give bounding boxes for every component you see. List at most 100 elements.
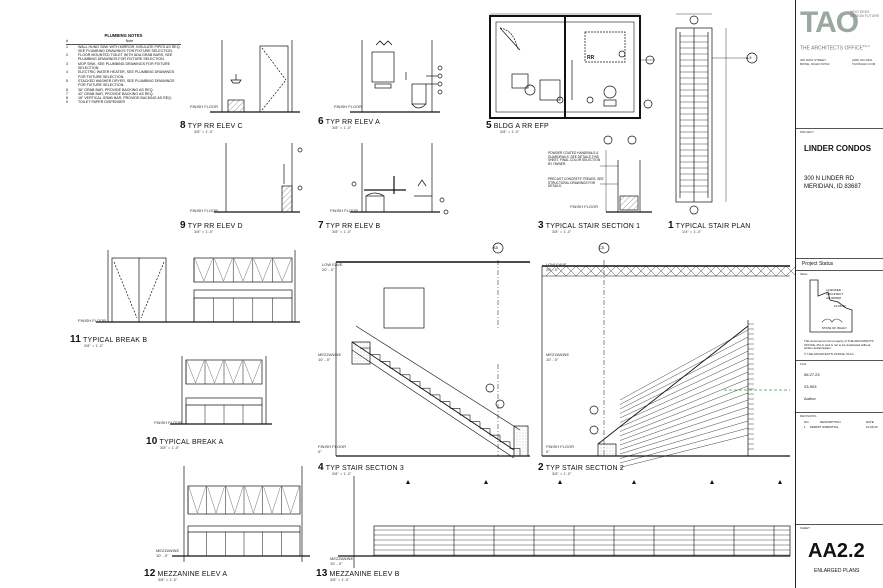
drafting-line [575, 265, 587, 277]
drafting-line [290, 486, 300, 514]
drafting-line [188, 486, 198, 514]
job-number: 23-903 [804, 384, 817, 389]
view-title-text: MEZZANINE ELEV B [329, 571, 400, 578]
drafting-line [619, 350, 749, 414]
seal-line-3: AR 000000 [826, 296, 842, 300]
plumbing-note-row: 6 36" GRAB BAR, PROVIDE BACKING AS REQ. [66, 88, 181, 92]
drafting-line [186, 360, 196, 384]
drafting-line [214, 258, 224, 282]
drafting-line [785, 266, 795, 277]
drafting-line [619, 413, 749, 455]
rev-row-description: PERMIT SUBMITTAL [810, 425, 839, 429]
notes-header-row: # Note [66, 39, 181, 45]
drafting-line [203, 258, 213, 282]
view-title-text: TYPICAL STAIR SECTION 1 [545, 223, 641, 230]
level-low-eave-elev: 20' - 0" [546, 267, 559, 272]
view-scale: 3/8" = 1'-0" [158, 578, 178, 582]
view-title-text: TYP RR ELEV A [325, 119, 380, 126]
view-number: 8 [180, 120, 186, 131]
drafting-line [223, 258, 233, 282]
view-2-truss [545, 265, 795, 277]
firm-name-mark: PLLC [862, 44, 871, 48]
plumbing-note-number: 9 [66, 100, 68, 105]
drafting-line [655, 265, 667, 277]
drafting-line [252, 360, 262, 384]
rev-row-no: 1 [804, 425, 806, 429]
plumbing-note-number: 6 [66, 87, 68, 92]
view-scale: 3/8" = 1'-0" [500, 130, 520, 134]
drafting-line [214, 360, 224, 384]
view-number: 4 [318, 462, 324, 473]
drafting-line [619, 371, 749, 428]
project-address-2: MERIDIAN, ID 83687 [804, 184, 862, 190]
drafting-line [619, 420, 749, 459]
drafting-line [555, 265, 567, 277]
seal-state: STATE OF IDAHO [822, 326, 847, 330]
drafting-line [615, 265, 627, 277]
drafting-line [645, 265, 657, 277]
level-finish-floor: FINISH FLOOR [154, 420, 183, 425]
handrail-note: POWDER COATED HANDRAILS & GUARDRAILS. SE… [548, 151, 601, 166]
view-1-linework [675, 13, 758, 215]
drafting-line [195, 360, 205, 384]
level-mezzanine-elev: 10' - 0" [546, 357, 559, 362]
drafting-line [207, 486, 217, 514]
plumbing-note-text: 36" GRAB BAR, PROVIDE BACKING AS REQ. [78, 87, 154, 92]
drafting-line [234, 486, 244, 514]
drafting-line [233, 360, 243, 384]
drafting-line [619, 336, 749, 405]
drafting-line [619, 434, 749, 468]
level-mezzanine-elev: 10' - 0" [156, 553, 169, 558]
view-10-linework [170, 356, 272, 425]
view-number: 2 [538, 462, 544, 473]
drafting-line [595, 265, 607, 277]
plumbing-note-text: STACKED WASHER DRYER, SEE PLUMBING DRAWI… [78, 78, 175, 88]
tread-note: PRECAST CONCRETE TREADS. SEE STRUCTURAL … [548, 177, 604, 189]
view-scale: 3/8" = 1'-0" [330, 578, 350, 582]
drafting-line [685, 265, 697, 277]
project-label: PROJECT [800, 130, 815, 134]
view-3-linework [600, 135, 652, 213]
tb-divider [796, 524, 883, 525]
drafting-line [755, 265, 767, 277]
view-12-linework [172, 466, 310, 562]
drafting-line [745, 265, 757, 277]
view-scale: 3/8" = 1'-0" [332, 126, 352, 130]
level-mezzanine: MEZZANINE [156, 548, 180, 553]
drafting-line [253, 258, 263, 282]
view-scale: 3/8" = 1'-0" [84, 344, 104, 348]
title-block: TAO WHO SEES DESIGN FUTURE THE ARCHITECT… [795, 0, 883, 588]
view-number: 9 [180, 220, 186, 231]
firm-name-text: THE ARCHITECTS OFFICE [800, 45, 863, 52]
tb-divider [796, 258, 883, 259]
drafting-line [226, 486, 235, 514]
plumbing-note-number: 8 [66, 96, 68, 101]
section-bubble-c5: C5 [599, 245, 605, 250]
drafting-line [215, 486, 225, 514]
level-finish-floor-elev: 0" [318, 449, 322, 454]
room-label-rr: RR [587, 55, 595, 61]
drafting-line [735, 265, 747, 277]
firm-logo-tagline: WHO SEES DESIGN FUTURE [850, 10, 880, 19]
drafting-line [665, 265, 677, 277]
plumbing-note-text: TOILET PAPER DISPENSER [78, 100, 126, 105]
drafting-line [282, 258, 292, 282]
drafting-line [619, 406, 749, 450]
file-label: FILE [800, 362, 807, 366]
drafting-line [675, 265, 687, 277]
view-title-text: TYP RR ELEV C [187, 123, 243, 130]
view-number: 10 [146, 436, 158, 447]
plumbing-note-number: 7 [66, 91, 68, 96]
view-5-linework [489, 13, 655, 119]
view-scale: 3/8" = 1'-0" [552, 230, 572, 234]
drafting-line [715, 265, 727, 277]
drafting-line [273, 258, 283, 282]
firm-address-1: 406 MAIN STREET [800, 58, 827, 62]
